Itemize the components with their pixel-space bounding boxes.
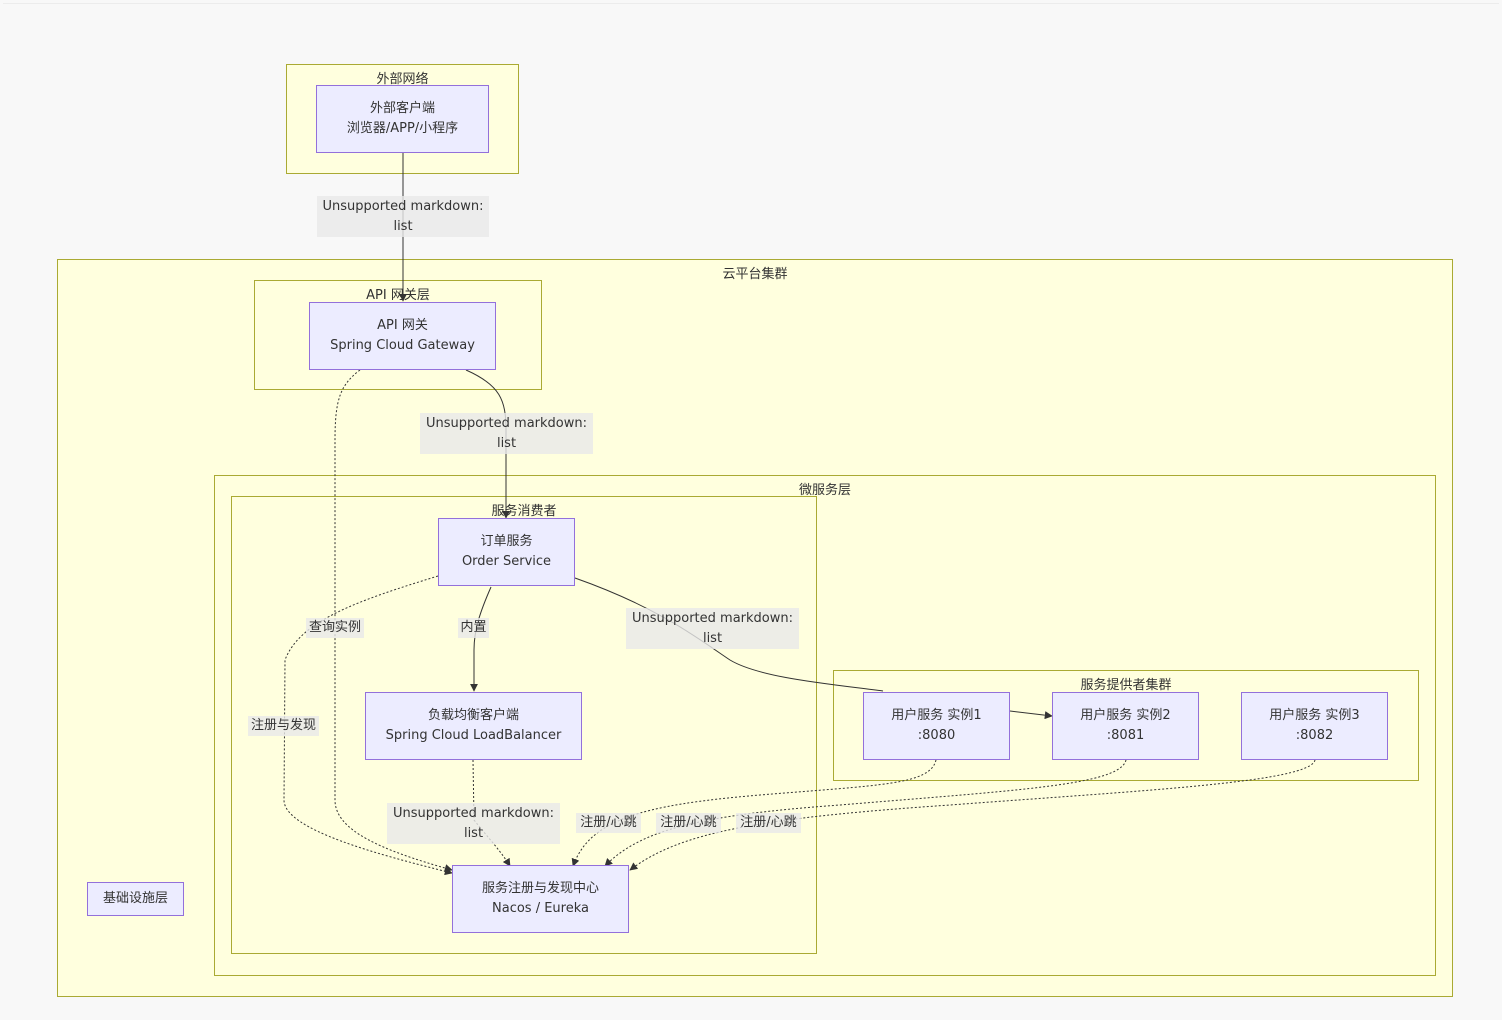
edge-label-heartbeat-3: 注册/心跳 <box>736 813 801 833</box>
node-user-service-3-line2: :8082 <box>1295 728 1334 743</box>
node-api-gateway[interactable]: API 网关 Spring Cloud Gateway <box>309 302 496 370</box>
edge-label-lb-registry: Unsupported markdown: list <box>387 803 560 844</box>
node-user-service-2[interactable]: 用户服务 实例2 :8081 <box>1052 692 1199 760</box>
edge-label-register-discover: 注册与发现 <box>248 716 319 736</box>
node-order-service-line2: Order Service <box>461 554 552 569</box>
node-user-service-2-line1: 用户服务 实例2 <box>1080 708 1171 723</box>
edge-label-lb-registry-line2: list <box>463 825 484 841</box>
edge-label-client-gateway-line2: list <box>393 218 413 234</box>
node-infrastructure-layer[interactable]: 基础设施层 <box>87 882 184 916</box>
cluster-external-network-title: 外部网络 <box>376 72 429 87</box>
cluster-service-consumers-title: 服务消费者 <box>491 504 557 519</box>
node-user-service-3-line1: 用户服务 实例3 <box>1269 708 1360 723</box>
edge-label-gateway-order: Unsupported markdown: list <box>420 413 593 454</box>
node-user-service-1-line2: :8080 <box>917 728 956 743</box>
node-service-registry-line2: Nacos / Eureka <box>492 901 589 916</box>
edge-label-order-user: Unsupported markdown: list <box>626 608 799 649</box>
edge-label-order-user-line1: Unsupported markdown: <box>631 610 793 626</box>
node-infrastructure-layer-label: 基础设施层 <box>102 891 168 906</box>
node-external-client[interactable]: 外部客户端 浏览器/APP/小程序 <box>316 85 489 153</box>
edge-label-query-instances: 查询实例 <box>306 618 364 638</box>
edge-label-heartbeat-1-text: 注册/心跳 <box>580 815 637 830</box>
edge-label-gateway-order-line2: list <box>496 435 517 451</box>
edge-label-lb-registry-line1: Unsupported markdown: <box>392 805 554 821</box>
cluster-service-providers-title: 服务提供者集群 <box>1080 678 1172 693</box>
node-service-registry[interactable]: 服务注册与发现中心 Nacos / Eureka <box>452 865 629 933</box>
node-load-balancer-client-line1: 负载均衡客户端 <box>427 708 519 723</box>
edge-label-heartbeat-1: 注册/心跳 <box>576 813 641 833</box>
node-api-gateway-line2: Spring Cloud Gateway <box>330 338 475 353</box>
node-external-client-line1: 外部客户端 <box>369 101 435 116</box>
node-user-service-1[interactable]: 用户服务 实例1 :8080 <box>863 692 1010 760</box>
edge-label-heartbeat-3-text: 注册/心跳 <box>740 815 797 830</box>
edge-label-gateway-order-line1: Unsupported markdown: <box>425 415 587 431</box>
edge-label-builtin: 内置 <box>458 618 489 638</box>
edge-label-builtin-text: 内置 <box>460 620 487 635</box>
edge-label-register-discover-text: 注册与发现 <box>250 718 316 733</box>
node-user-service-2-line2: :8081 <box>1106 728 1145 743</box>
node-api-gateway-line1: API 网关 <box>377 318 428 333</box>
node-load-balancer-client-line2: Spring Cloud LoadBalancer <box>385 728 562 743</box>
node-order-service-line1: 订单服务 <box>480 534 533 549</box>
node-external-client-line2: 浏览器/APP/小程序 <box>346 121 459 136</box>
node-user-service-1-line1: 用户服务 实例1 <box>891 708 982 723</box>
cluster-api-gateway-layer-title: API 网关层 <box>366 288 430 303</box>
edge-label-heartbeat-2-text: 注册/心跳 <box>660 815 717 830</box>
cluster-cloud-platform-title: 云平台集群 <box>722 267 788 282</box>
cluster-microservice-layer-title: 微服务层 <box>798 483 851 498</box>
edge-label-heartbeat-2: 注册/心跳 <box>656 813 721 833</box>
node-user-service-3[interactable]: 用户服务 实例3 :8082 <box>1241 692 1388 760</box>
edge-label-query-instances-text: 查询实例 <box>308 620 361 635</box>
node-load-balancer-client[interactable]: 负载均衡客户端 Spring Cloud LoadBalancer <box>365 692 582 760</box>
node-service-registry-line1: 服务注册与发现中心 <box>481 881 599 896</box>
edge-label-order-user-line2: list <box>702 630 723 646</box>
node-order-service[interactable]: 订单服务 Order Service <box>438 518 575 586</box>
edge-label-client-gateway-line1: Unsupported markdown: <box>322 198 484 214</box>
edge-label-client-gateway: Unsupported markdown: list <box>317 196 489 237</box>
